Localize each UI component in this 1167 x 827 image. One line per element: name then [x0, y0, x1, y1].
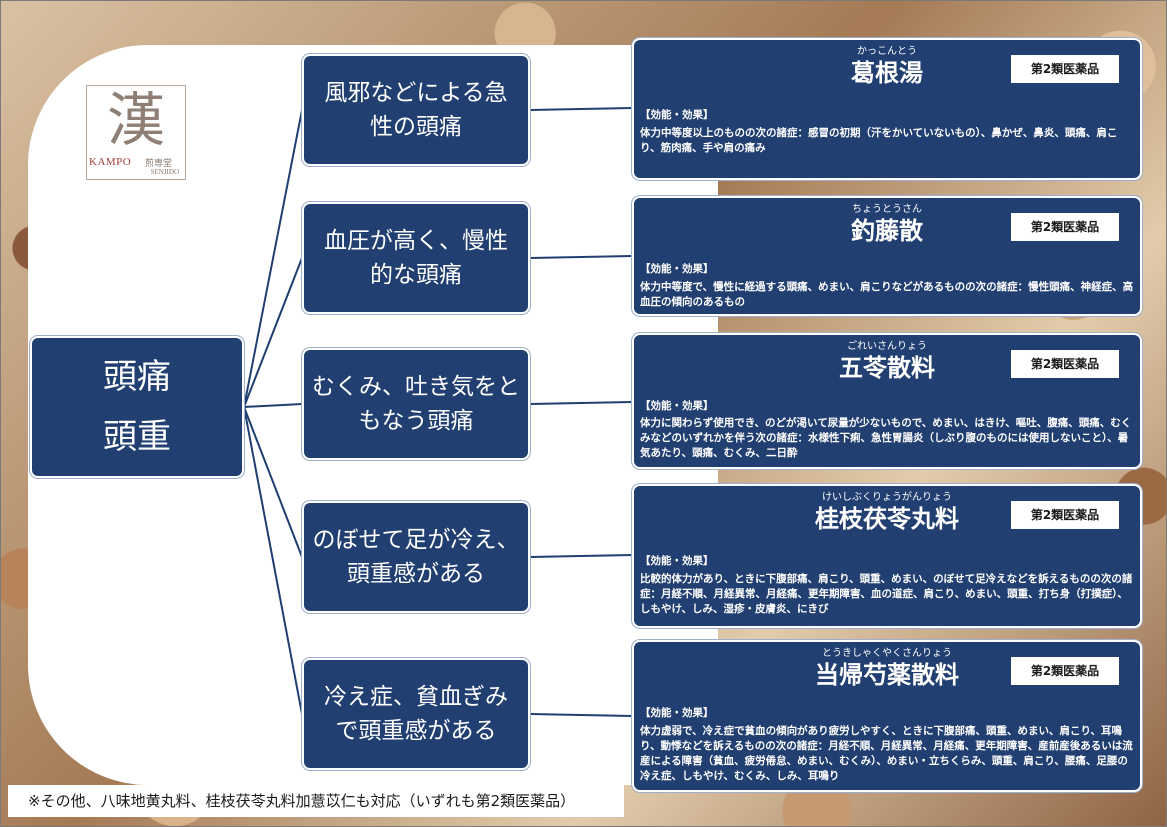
remedy-card: ごれいさんりょう 五苓散料 第2類医薬品 【効能・効果】 体力に関わらず使用でき…	[632, 333, 1142, 469]
remedy-card: ちょうとうさん 釣藤散 第2類医薬品 【効能・効果】 体力中等度で、慢性に経過す…	[632, 196, 1142, 316]
remedy-heading: 【効能・効果】	[640, 263, 714, 275]
footnote: ※その他、八味地黄丸料、桂枝茯苓丸料加薏苡仁も対応（いずれも第2類医薬品）	[8, 785, 624, 817]
connector-sym-2	[529, 255, 633, 259]
remedy-heading: 【効能・効果】	[640, 555, 714, 567]
connector-root-3	[243, 403, 303, 408]
logo-kanji: 漢	[106, 86, 165, 154]
symptom-box: 血圧が高く、慢性 的な頭痛	[302, 202, 530, 314]
remedy-ruby: けいしぶくりょうがんりょう	[822, 492, 952, 503]
remedy-name: 当帰芍薬散料	[815, 661, 959, 689]
logo-maker: 煎専堂	[145, 159, 173, 169]
remedy-ruby: ちょうとうさん	[852, 204, 922, 215]
root-line-1: 頭痛	[103, 357, 171, 397]
connector-root-4	[243, 406, 303, 558]
connector-sym-4	[529, 554, 633, 558]
symptom-box: のぼせて足が冷え、 頭重感がある	[302, 501, 530, 613]
remedy-description: 体力虚弱で、冷え症で貧血の傾向があり疲労しやすく、ときに下腹部痛、頭重、めまい、…	[640, 725, 1133, 782]
remedy-description: 比較的体力があり、ときに下腹部痛、肩こり、頭重、めまい、のぼせて足冷えなどを訴え…	[640, 573, 1133, 615]
logo-brand: KAMPO	[89, 156, 132, 168]
connector-root-2	[243, 257, 303, 408]
connector-root-1	[243, 109, 303, 408]
remedy-description: 体力中等度で、慢性に経過する頭痛、めまい、肩こりなどがあるものの次の諸症：慢性頭…	[640, 281, 1134, 308]
category-badge: 第2類医薬品	[1010, 54, 1120, 84]
symptom-box: むくみ、吐き気をと もなう頭痛	[302, 348, 530, 460]
remedy-description: 体力に関わらず使用でき、のどが渇いて尿量が少ないもので、めまい、はきけ、嘔吐、腹…	[640, 417, 1132, 459]
remedy-heading: 【効能・効果】	[640, 109, 714, 121]
remedy-card: けいしぶくりょうがんりょう 桂枝茯苓丸料 第2類医薬品 【効能・効果】 比較的体…	[632, 484, 1142, 628]
remedy-card: かっこんとう 葛根湯 第2類医薬品 【効能・効果】 体力中等度以上のものの次の諸…	[632, 38, 1142, 180]
connector-root-5	[243, 406, 303, 715]
connector-sym-3	[529, 401, 633, 405]
remedy-heading: 【効能・効果】	[640, 707, 714, 719]
connector-sym-5	[529, 713, 633, 717]
remedy-name: 五苓散料	[839, 354, 935, 382]
remedy-ruby: ごれいさんりょう	[847, 341, 927, 352]
symptom-box: 風邪などによる急 性の頭痛	[302, 54, 530, 166]
remedy-ruby: とうきしゃくやくさんりょう	[822, 648, 952, 659]
remedy-card: とうきしゃくやくさんりょう 当帰芍薬散料 第2類医薬品 【効能・効果】 体力虚弱…	[632, 640, 1142, 792]
remedy-heading: 【効能・効果】	[640, 400, 714, 412]
root-node: 頭痛 頭重	[30, 336, 244, 478]
remedy-name: 桂枝茯苓丸料	[815, 505, 959, 533]
logo-maker-roman: SENJIDO	[150, 168, 179, 176]
connector-sym-1	[529, 107, 633, 111]
remedy-ruby: かっこんとう	[857, 46, 917, 57]
root-line-2: 頭重	[103, 417, 171, 457]
category-badge: 第2類医薬品	[1010, 500, 1120, 530]
remedy-description: 体力中等度以上のものの次の諸症：感冒の初期（汗をかいていないもの）、鼻かぜ、鼻炎…	[640, 127, 1118, 154]
category-badge: 第2類医薬品	[1010, 349, 1120, 379]
category-badge: 第2類医薬品	[1010, 212, 1120, 242]
category-badge: 第2類医薬品	[1010, 656, 1120, 686]
kampo-logo: 漢 KAMPO 煎専堂 SENJIDO	[86, 85, 186, 180]
symptom-box: 冷え症、貧血ぎみ で頭重感がある	[302, 658, 530, 770]
remedy-name: 釣藤散	[851, 217, 923, 245]
remedy-name: 葛根湯	[851, 59, 923, 87]
